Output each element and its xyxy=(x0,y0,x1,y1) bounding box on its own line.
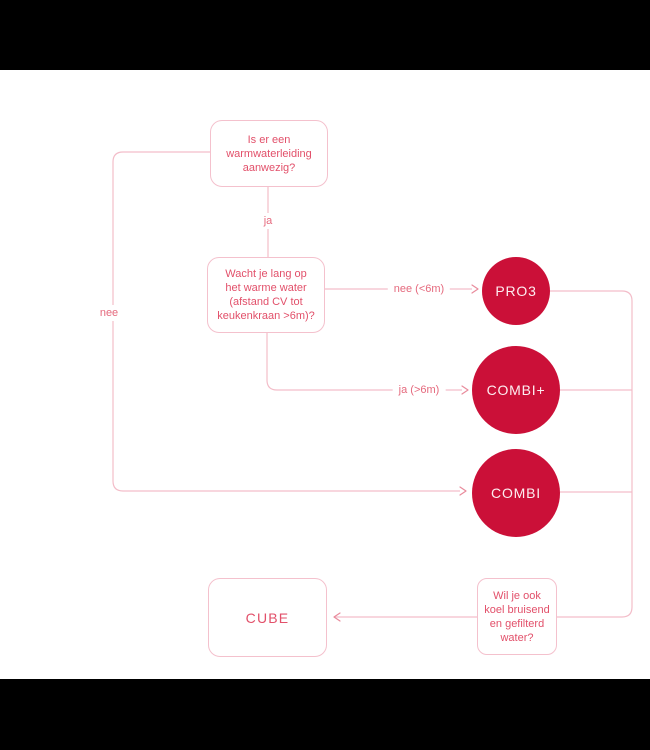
decision-text-line: koel bruisend xyxy=(484,603,550,616)
edge-q2-ja-to-combi-plus xyxy=(266,333,462,391)
edge-label-nee-lt6m: nee (<6m) xyxy=(387,281,451,297)
edge-q1-nee-to-combi xyxy=(112,151,460,492)
arrowhead-to-combi-plus xyxy=(461,385,469,395)
edge-pro3-to-q3 xyxy=(550,290,633,618)
decision-text-line: warmwaterleiding xyxy=(226,147,312,160)
edge-label-ja: ja xyxy=(257,213,279,229)
decision-text-line: (afstand CV tot xyxy=(229,296,303,308)
edge-label-nee: nee xyxy=(93,305,125,321)
decision-text-line: aanwezig? xyxy=(242,161,296,174)
arrowhead-to-cube xyxy=(333,612,341,622)
decision-text-line: Wacht je lang op xyxy=(225,268,307,280)
product-label-combi: COMBI xyxy=(491,485,541,501)
edge-label-ja-gt6m: ja (>6m) xyxy=(392,382,446,398)
product-box-cube: CUBE xyxy=(208,578,327,657)
product-label-pro3: PRO3 xyxy=(495,283,537,299)
product-node-combi: COMBI xyxy=(472,449,560,537)
decision-box-wachttijd: Wacht je lang op het warme water (afstan… xyxy=(207,257,325,333)
letterbox-top-bar xyxy=(0,0,650,70)
decision-text-line: en gefilterd xyxy=(489,617,545,630)
product-node-pro3: PRO3 xyxy=(482,257,550,325)
letterbox-bottom-bar xyxy=(0,679,650,750)
decision-text-line: Is er een xyxy=(247,133,291,146)
decision-text-line: Wil je ook xyxy=(493,589,541,602)
decision-box-koel-bruisend: Wil je ook koel bruisend en gefilterd wa… xyxy=(477,578,557,655)
arrowhead-to-pro3 xyxy=(471,284,479,294)
product-label-cube: CUBE xyxy=(245,609,290,626)
decision-box-warmwaterleiding: Is er een warmwaterleiding aanwezig? xyxy=(210,120,328,187)
arrowhead-to-combi xyxy=(459,486,467,496)
product-label-combi-plus: COMBI+ xyxy=(486,382,546,398)
decision-text-line: water? xyxy=(500,631,534,644)
decision-text-line: keukenkraan >6m)? xyxy=(217,310,315,322)
product-node-combi-plus: COMBI+ xyxy=(472,346,560,434)
decision-text-line: het warme water xyxy=(225,282,307,294)
